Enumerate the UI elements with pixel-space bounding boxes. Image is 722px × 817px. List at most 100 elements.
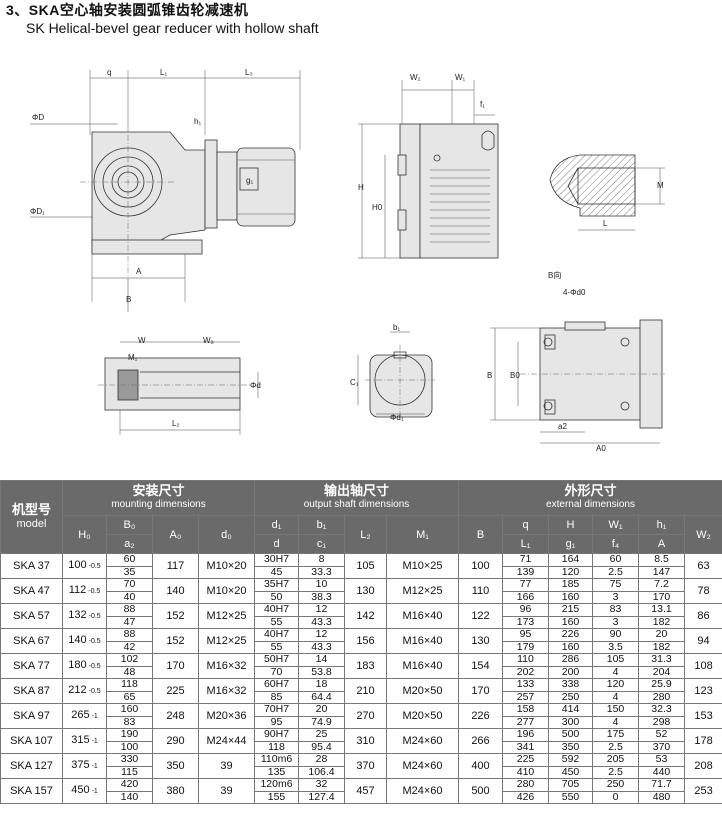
label-W2: W₂ — [410, 73, 421, 82]
cell-B: 500 — [458, 778, 503, 804]
cell-H0: 212-0.5 — [62, 678, 107, 704]
cell-d0: M12×25 — [198, 628, 255, 654]
cell-B: 400 — [458, 753, 503, 779]
side-view-drawing: W₂ W₁ f₁ H H0 — [358, 73, 499, 259]
cell-a2: 42 — [106, 640, 153, 654]
cell-H0-tolerance: -1 — [91, 763, 98, 770]
label-phid: Φd — [250, 381, 261, 390]
cell-W1: 90 — [592, 628, 639, 642]
cell-b1: 10 — [298, 578, 345, 592]
cell-f4: 2.5 — [592, 565, 639, 579]
cell-g1: 160 — [548, 590, 593, 604]
col-H: H — [548, 515, 593, 535]
cell-d0: M10×20 — [198, 553, 255, 579]
col-A: A — [638, 534, 685, 554]
cell-H0-tolerance: -0.5 — [88, 563, 101, 570]
cell-A: 280 — [638, 690, 685, 704]
cell-L2: 457 — [344, 778, 387, 804]
cell-f4: 3.5 — [592, 640, 639, 654]
cell-b1: 20 — [298, 703, 345, 717]
cell-H0-tolerance: -1 — [91, 788, 98, 795]
cell-d: 135 — [254, 765, 299, 779]
cell-H: 338 — [548, 678, 593, 692]
cell-b1: 14 — [298, 653, 345, 667]
label-L: L — [603, 219, 608, 228]
cell-H0-value: 265 — [71, 709, 90, 721]
cell-B0: 70 — [106, 578, 153, 592]
cell-M1: M16×40 — [386, 653, 459, 679]
cell-f4: 2.5 — [592, 765, 639, 779]
cell-d: 45 — [254, 565, 299, 579]
cell-A: 480 — [638, 790, 685, 804]
cell-A0: 248 — [152, 703, 199, 729]
cell-H0-value: 140 — [68, 634, 87, 646]
label-M1: M₁ — [128, 353, 138, 362]
cell-W2: 178 — [683, 728, 722, 754]
cell-M1: M16×40 — [386, 628, 459, 654]
cell-model: SKA 47 — [0, 578, 63, 604]
cell-g1: 450 — [548, 765, 593, 779]
cell-model: SKA 67 — [0, 628, 63, 654]
label-holes: 4-Φd0 — [563, 288, 586, 297]
cell-M1: M16×40 — [386, 603, 459, 629]
col-q: q — [502, 515, 549, 535]
b-direction-view-drawing: B向 4-Φd0 B B0 a2 A0 — [487, 270, 665, 453]
cell-H: 226 — [548, 628, 593, 642]
cell-B: 122 — [458, 603, 503, 629]
cell-W2: 153 — [683, 703, 722, 729]
cell-A0: 290 — [152, 728, 199, 754]
cell-H: 164 — [548, 553, 593, 567]
label-a2: a2 — [558, 422, 567, 431]
col-M1: M₁ — [386, 515, 459, 554]
col-H0: H₀ — [62, 515, 107, 554]
cell-d1: 30H7 — [254, 553, 299, 567]
cell-a2: 83 — [106, 715, 153, 729]
cell-M1: M20×50 — [386, 678, 459, 704]
cell-b1: 25 — [298, 728, 345, 742]
cell-B0: 102 — [106, 653, 153, 667]
cell-H0-value: 315 — [71, 734, 90, 746]
label-f1: f₁ — [480, 100, 485, 109]
col-h1: h₁ — [638, 515, 685, 535]
cell-h1: 53 — [638, 753, 685, 767]
cell-W1: 75 — [592, 578, 639, 592]
cell-d: 118 — [254, 740, 299, 754]
cell-d0: M24×44 — [198, 728, 255, 754]
cell-H0: 100-0.5 — [62, 553, 107, 579]
cell-M1: M24×60 — [386, 778, 459, 804]
cell-q: 158 — [502, 703, 549, 717]
label-B0: B0 — [510, 371, 520, 380]
cell-g1: 200 — [548, 665, 593, 679]
cell-h1: 52 — [638, 728, 685, 742]
cell-W1: 105 — [592, 653, 639, 667]
cell-c1: 74.9 — [298, 715, 345, 729]
cell-d1: 50H7 — [254, 653, 299, 667]
cell-h1: 20 — [638, 628, 685, 642]
cell-d: 155 — [254, 790, 299, 804]
cell-a2: 65 — [106, 690, 153, 704]
cell-L1: 166 — [502, 590, 549, 604]
cell-W1: 120 — [592, 678, 639, 692]
label-g1: g₁ — [246, 176, 253, 185]
cell-c1: 38.3 — [298, 590, 345, 604]
cell-B: 170 — [458, 678, 503, 704]
cell-a2: 115 — [106, 765, 153, 779]
label-L3: L₃ — [245, 68, 253, 77]
cell-c1: 43.3 — [298, 615, 345, 629]
label-B-dim: B — [487, 371, 492, 380]
col-L1: L₁ — [502, 534, 549, 554]
cell-model: SKA 97 — [0, 703, 63, 729]
cell-L1: 426 — [502, 790, 549, 804]
cell-d1: 40H7 — [254, 603, 299, 617]
cell-W2: 253 — [683, 778, 722, 804]
label-b-view: B向 — [548, 270, 561, 280]
side-view-fins — [430, 169, 490, 243]
cell-model: SKA 107 — [0, 728, 63, 754]
cell-g1: 300 — [548, 715, 593, 729]
col-a2: a₂ — [106, 534, 153, 554]
